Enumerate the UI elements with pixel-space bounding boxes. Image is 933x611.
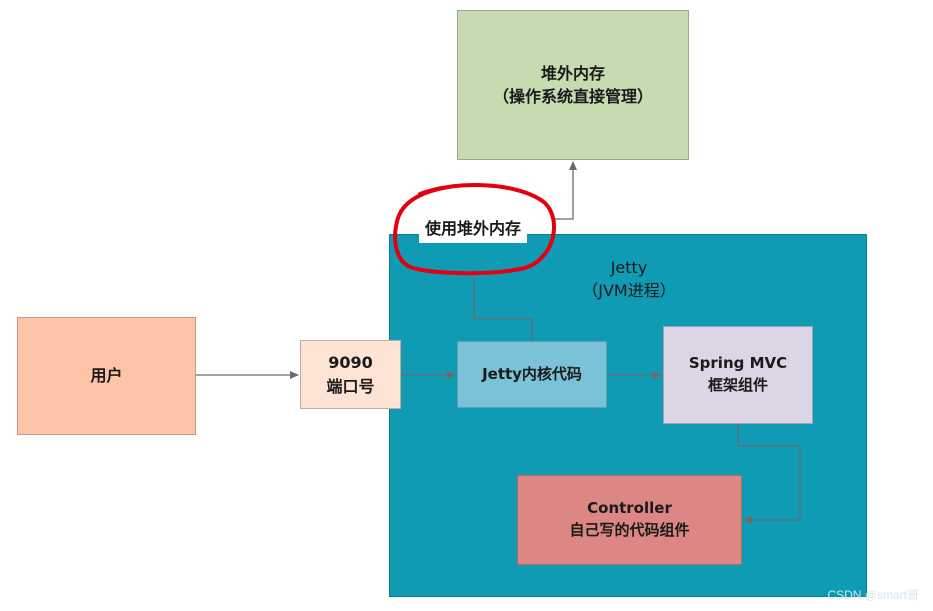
use-offheap-edge-label: 使用堆外内存 xyxy=(419,215,528,243)
edge-label-to-offheap xyxy=(553,161,577,220)
controller-title: Controller xyxy=(587,499,672,518)
watermark-text: CSDN @smart哥 xyxy=(827,588,919,602)
controller-node: Controller 自己写的代码组件 xyxy=(517,475,742,565)
offheap-memory-subtitle: （操作系统直接管理） xyxy=(492,87,653,106)
controller-subtitle: 自己写的代码组件 xyxy=(569,521,690,539)
jetty-process-label: Jetty （JVM进程） xyxy=(565,256,693,302)
port-number: 9090 xyxy=(328,353,373,373)
spring-mvc-node: Spring MVC 框架组件 xyxy=(663,326,813,424)
spring-mvc-title: Spring MVC xyxy=(688,354,788,373)
user-node: 用户 xyxy=(17,317,196,435)
spring-mvc-subtitle: 框架组件 xyxy=(707,376,768,394)
jetty-core-node: Jetty内核代码 xyxy=(457,341,607,408)
offheap-memory-node: 堆外内存 （操作系统直接管理） xyxy=(457,10,689,160)
jetty-core-title: Jetty内核代码 xyxy=(482,364,582,383)
jetty-subtitle: （JVM进程） xyxy=(582,281,676,301)
user-title: 用户 xyxy=(90,366,123,386)
port-node: 9090 端口号 xyxy=(300,340,401,409)
jetty-title: Jetty xyxy=(610,258,648,277)
port-subtitle: 端口号 xyxy=(326,376,375,396)
offheap-memory-title: 堆外内存 xyxy=(540,63,605,83)
